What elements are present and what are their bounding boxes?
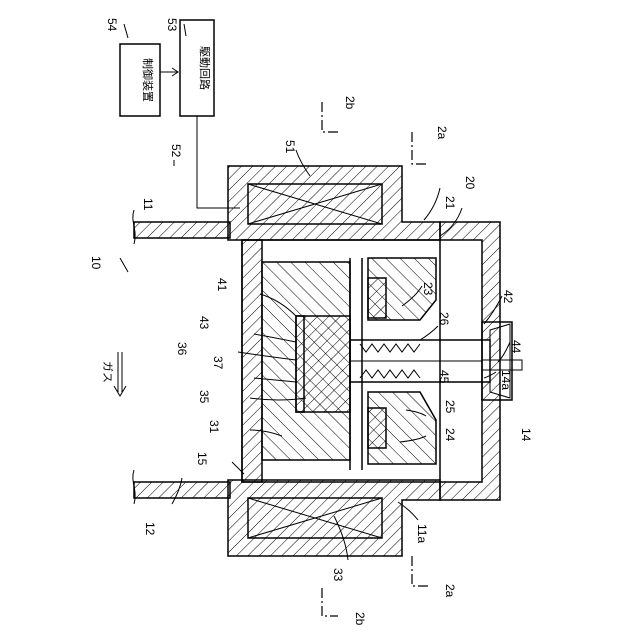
- pipe-11: [133, 210, 230, 244]
- label-33: 33: [331, 568, 345, 582]
- label-44: 44: [509, 340, 523, 354]
- label-2a-bot: 2a: [443, 584, 457, 598]
- housing-bottom: [228, 480, 440, 556]
- label-11: 11: [141, 198, 155, 211]
- label-11a: 11a: [415, 524, 429, 543]
- drive-circuit-text: 駆動回路: [198, 46, 212, 90]
- label-2b-bot: 2b: [353, 612, 367, 626]
- block-24: [368, 408, 386, 448]
- label-41: 41: [215, 278, 229, 292]
- label-23: 23: [421, 282, 435, 296]
- section-2a-top: [412, 132, 428, 164]
- label-21: 21: [443, 196, 457, 210]
- port-14a: [482, 360, 522, 370]
- label-14a: 14a: [499, 370, 513, 390]
- label-25: 25: [443, 400, 457, 414]
- section-2a-bot: [412, 556, 428, 586]
- label-35: 35: [197, 390, 211, 404]
- gas-label: ガス: [101, 361, 114, 383]
- label-12: 12: [143, 522, 157, 536]
- pipe-12: [133, 470, 230, 504]
- gas-flow-arrow: ガス: [101, 352, 126, 396]
- label-31: 31: [207, 420, 221, 434]
- label-26: 26: [437, 312, 451, 326]
- arrow-control-to-drive: [160, 68, 178, 76]
- housing-top: [228, 166, 440, 240]
- label-45: 45: [437, 370, 451, 384]
- label-2a-top: 2a: [435, 126, 449, 140]
- label-53: 53: [165, 18, 179, 32]
- section-2b-bot: [322, 588, 338, 616]
- label-2b-top: 2b: [343, 96, 357, 110]
- label-54: 54: [105, 18, 119, 32]
- label-43: 43: [197, 316, 211, 330]
- label-10: 10: [89, 256, 103, 270]
- label-52: 52: [169, 144, 183, 158]
- label-24: 24: [443, 428, 457, 442]
- label-14: 14: [519, 428, 533, 442]
- label-15: 15: [195, 452, 209, 466]
- drive-circuit-box: 駆動回路: [180, 20, 214, 116]
- label-36: 36: [175, 342, 189, 356]
- movable-core-31: [262, 262, 350, 460]
- valve-stem: [350, 340, 482, 382]
- block-23: [368, 278, 386, 318]
- label-42: 42: [501, 290, 515, 304]
- control-device-text: 制御装置: [141, 58, 155, 102]
- label-37: 37: [211, 356, 225, 370]
- section-2b-top: [322, 102, 338, 132]
- label-20: 20: [463, 176, 477, 190]
- control-device-box: 制御装置: [120, 44, 160, 116]
- label-51: 51: [283, 140, 297, 154]
